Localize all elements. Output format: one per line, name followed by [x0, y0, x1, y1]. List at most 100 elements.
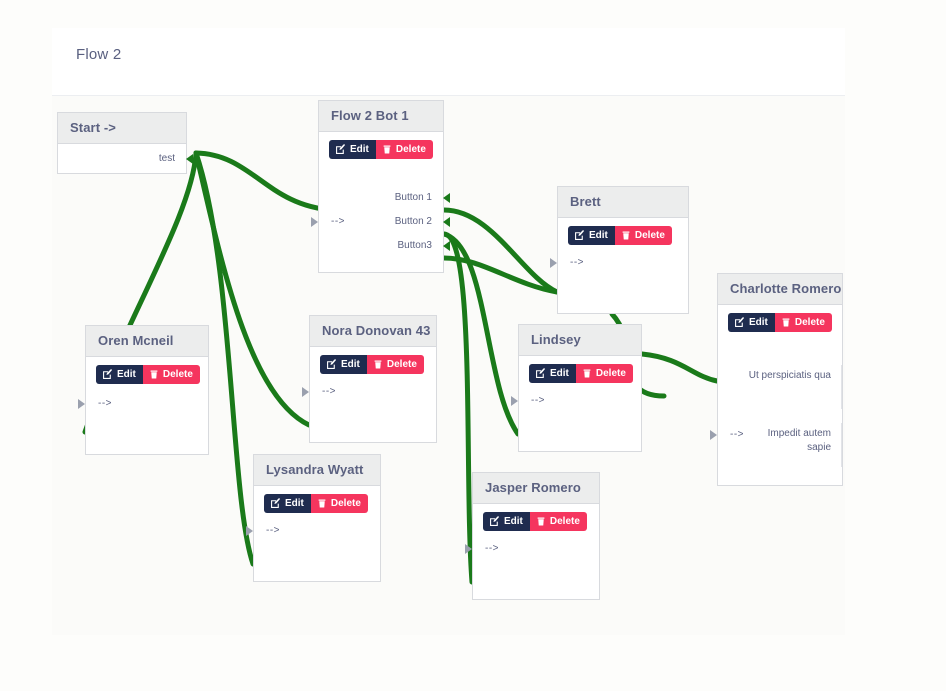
- trash-icon: [782, 318, 790, 327]
- page-title: Flow 2: [76, 46, 122, 63]
- node-text-block: Impedit autem sapie: [767, 428, 831, 453]
- output-port-arrow-icon: [443, 193, 450, 203]
- delete-button-label: Delete: [595, 367, 626, 379]
- pencil-square-icon: [575, 230, 585, 240]
- output-port-label[interactable]: Button 1: [394, 192, 432, 203]
- output-port-label[interactable]: test: [158, 153, 175, 164]
- delete-button[interactable]: Delete: [774, 313, 832, 332]
- node-title: Nora Donovan 43: [310, 316, 436, 347]
- flow-node-flow-2-bot-1[interactable]: Flow 2 Bot 1 Edit Delete --> Button 1 Button …: [311, 100, 450, 273]
- input-port-label[interactable]: -->: [730, 429, 744, 440]
- node-text-divider: [841, 365, 842, 409]
- edit-button[interactable]: Edit: [264, 494, 311, 513]
- node-title: Jasper Romero: [473, 473, 599, 504]
- edit-button-label: Edit: [589, 229, 608, 241]
- output-port-arrow-icon: [443, 217, 450, 227]
- input-port-label[interactable]: -->: [570, 257, 584, 268]
- node-text-divider: [841, 423, 842, 467]
- output-port-arrow-icon: [186, 154, 193, 164]
- edit-button-label: Edit: [350, 143, 369, 155]
- edit-button[interactable]: Edit: [529, 364, 576, 383]
- input-port-label[interactable]: -->: [322, 386, 336, 397]
- output-port-label[interactable]: Button3: [397, 240, 432, 251]
- pencil-square-icon: [327, 359, 337, 369]
- delete-button-label: Delete: [330, 497, 361, 509]
- node-body: Edit Delete: [254, 486, 380, 580]
- delete-button[interactable]: Delete: [529, 512, 587, 531]
- pencil-square-icon: [536, 368, 546, 378]
- node-title: Start ->: [58, 113, 186, 144]
- trash-icon: [622, 231, 630, 240]
- output-port-arrow-icon: [443, 241, 450, 251]
- node-title: Charlotte Romero: [718, 274, 842, 305]
- edit-button[interactable]: Edit: [96, 365, 143, 384]
- flow-edge-button2-to-jasper: [441, 231, 475, 585]
- edit-button-label: Edit: [285, 497, 304, 509]
- delete-button-label: Delete: [395, 143, 426, 155]
- trash-icon: [150, 370, 158, 379]
- delete-button[interactable]: Delete: [142, 365, 200, 384]
- delete-button[interactable]: Delete: [575, 364, 633, 383]
- flow-edge-start-to-nora: [193, 150, 312, 428]
- node-action-row: Edit Delete: [519, 356, 641, 383]
- node-body: Edit Delete: [558, 218, 688, 312]
- node-action-row: Edit Delete: [558, 218, 688, 245]
- edit-button[interactable]: Edit: [329, 140, 376, 159]
- flow-edge-button1-to-brett: [441, 207, 560, 295]
- edit-button-label: Edit: [117, 368, 136, 380]
- edit-button-label: Edit: [749, 316, 768, 328]
- edit-button[interactable]: Edit: [568, 226, 615, 245]
- flow-edge-start-to-flow2bot1: [193, 150, 336, 213]
- flow-node-start[interactable]: Start -> test: [57, 112, 193, 174]
- delete-button[interactable]: Delete: [614, 226, 672, 245]
- input-port-label[interactable]: -->: [331, 216, 345, 227]
- input-port-label[interactable]: -->: [98, 398, 112, 409]
- input-port-arrow-icon: [550, 258, 557, 268]
- input-port-label[interactable]: -->: [266, 525, 280, 536]
- node-title: Flow 2 Bot 1: [319, 101, 443, 132]
- delete-button-label: Delete: [549, 515, 580, 527]
- delete-button[interactable]: Delete: [310, 494, 368, 513]
- input-port-arrow-icon: [311, 217, 318, 227]
- node-body: Edit Delete: [718, 305, 842, 484]
- node-title: Brett: [558, 187, 688, 218]
- node-action-row: Edit Delete: [473, 504, 599, 531]
- pencil-square-icon: [490, 516, 500, 526]
- flow-edge-lindsey-to-charlotte: [639, 351, 720, 384]
- input-port-label[interactable]: -->: [485, 543, 499, 554]
- node-text-block: Ut perspiciatis qua: [748, 370, 831, 381]
- input-port-label[interactable]: -->: [531, 395, 545, 406]
- edit-button[interactable]: Edit: [483, 512, 530, 531]
- delete-button-label: Delete: [162, 368, 193, 380]
- input-port-arrow-icon: [511, 396, 518, 406]
- pencil-square-icon: [735, 317, 745, 327]
- pencil-square-icon: [271, 498, 281, 508]
- edit-button[interactable]: Edit: [320, 355, 367, 374]
- output-port-label[interactable]: Button 2: [394, 216, 432, 227]
- input-port-arrow-icon: [78, 399, 85, 409]
- node-title: Oren Mcneil: [86, 326, 208, 357]
- node-action-row: Edit Delete: [319, 132, 443, 159]
- delete-button[interactable]: Delete: [375, 140, 433, 159]
- delete-button-label: Delete: [794, 316, 825, 328]
- input-port-arrow-icon: [302, 387, 309, 397]
- edit-button[interactable]: Edit: [728, 313, 775, 332]
- edit-button-label: Edit: [504, 515, 523, 527]
- delete-button[interactable]: Delete: [366, 355, 424, 374]
- edit-button-label: Edit: [550, 367, 569, 379]
- node-title: Lindsey: [519, 325, 641, 356]
- delete-button-label: Delete: [634, 229, 665, 241]
- flow-edge-button2-to-lindsey: [441, 231, 521, 437]
- input-port-arrow-icon: [246, 526, 253, 536]
